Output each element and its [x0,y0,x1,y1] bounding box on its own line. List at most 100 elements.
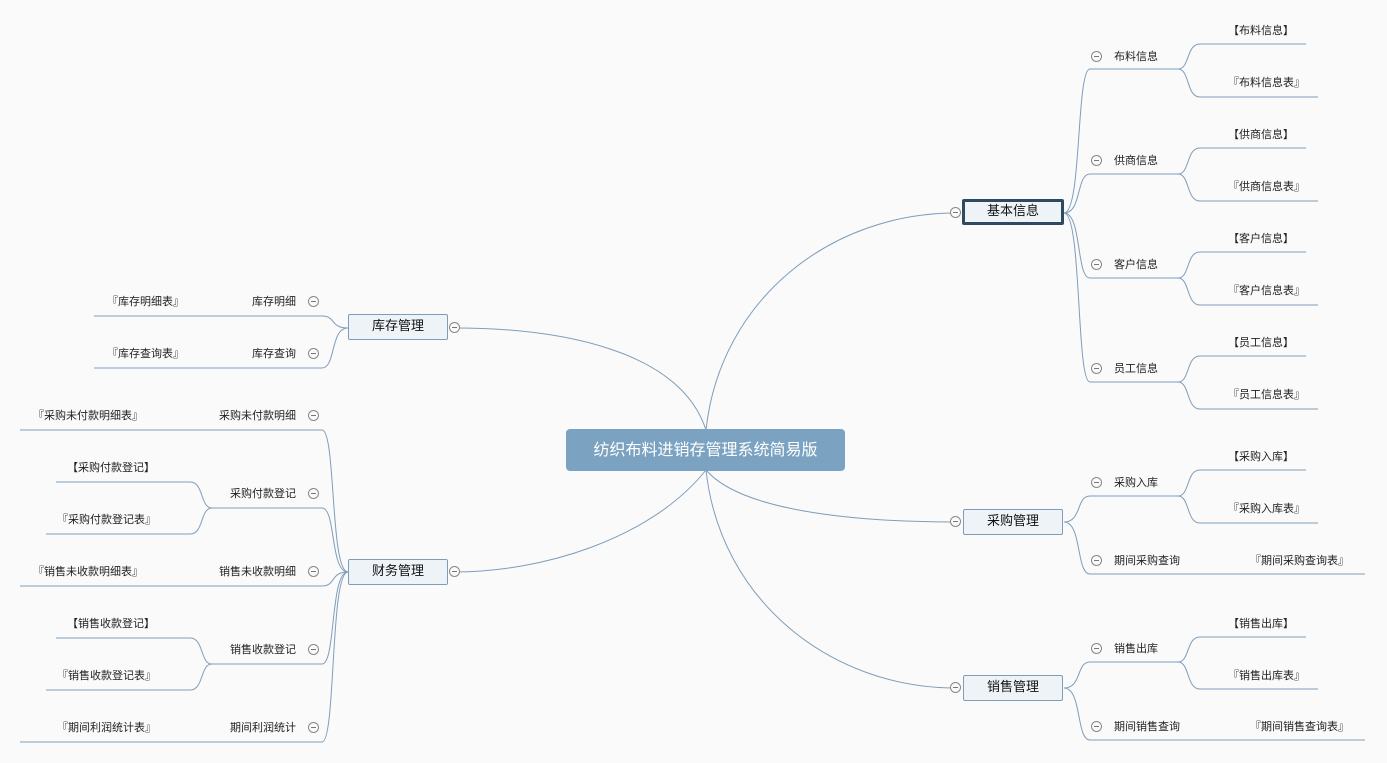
leaf-item[interactable]: 『库存查询表』 [107,347,184,360]
leaf-item[interactable]: 【员工信息】 [1228,336,1294,349]
connector-line [46,663,213,691]
connector-line [1177,147,1306,175]
connector-line [210,507,349,573]
collapse-icon[interactable] [1091,477,1102,488]
subtopic-customer-info[interactable]: 客户信息 [1114,258,1158,271]
leaf-item[interactable]: 【布料信息】 [1228,24,1294,37]
collapse-icon[interactable] [308,410,319,421]
leaf-item[interactable]: 『供商信息表』 [1228,180,1305,193]
collapse-icon[interactable] [1091,155,1102,166]
connector-line [454,327,707,431]
leaf-item[interactable]: 『客户信息表』 [1228,284,1305,297]
connector-line [1177,355,1306,383]
leaf-item[interactable]: 【客户信息】 [1228,232,1294,245]
subtopic-purchase-payment-reg[interactable]: 采购付款登记 [230,487,296,500]
connector-line [454,469,707,573]
leaf-item[interactable]: 『员工信息表』 [1228,388,1305,401]
collapse-icon[interactable] [950,516,961,527]
connector-line [1177,173,1318,202]
leaf-item[interactable]: 『采购付款登记表』 [57,513,156,526]
leaf-item[interactable]: 【销售出库】 [1228,617,1294,630]
connector-line [1177,381,1318,410]
leaf-item[interactable]: 『采购入库表』 [1228,502,1305,515]
collapse-icon[interactable] [1091,555,1102,566]
subtopic-period-purchase-query[interactable]: 期间采购查询 [1114,554,1180,567]
collapse-icon[interactable] [1091,259,1102,270]
subtopic-sales-unreceived-detail[interactable]: 销售未收款明细 [219,565,296,578]
connector-line [1177,251,1306,279]
leaf-item[interactable]: 【采购入库】 [1228,450,1294,463]
connector-line [705,469,957,523]
leaf-item[interactable]: 【供商信息】 [1228,128,1294,141]
leaf-item[interactable]: 『销售出库表』 [1228,669,1305,682]
connector-line [1177,495,1318,524]
subtopic-purchase-unpaid-detail[interactable]: 采购未付款明细 [219,409,296,422]
connector-line [1063,687,1365,741]
branch-sales[interactable]: 销售管理 [963,675,1063,701]
collapse-icon[interactable] [308,296,319,307]
leaf-item[interactable]: 【采购付款登记】 [67,461,155,474]
subtopic-stock-detail[interactable]: 库存明细 [252,295,296,308]
collapse-icon[interactable] [308,488,319,499]
connector-line [56,481,213,509]
connector-line [1063,661,1180,689]
leaf-item[interactable]: 『销售收款登记表』 [57,669,156,682]
root-topic[interactable]: 纺织布料进销存管理系统简易版 [566,429,845,471]
subtopic-sales-receipt-reg[interactable]: 销售收款登记 [230,643,296,656]
connector-line [1177,469,1306,497]
subtopic-period-profit[interactable]: 期间利润统计 [230,721,296,734]
collapse-icon[interactable] [308,566,319,577]
leaf-item[interactable]: 【销售收款登记】 [67,617,155,630]
collapse-icon[interactable] [1091,721,1102,732]
collapse-icon[interactable] [308,722,319,733]
collapse-icon[interactable] [950,682,961,693]
subtopic-sales-out[interactable]: 销售出库 [1114,642,1158,655]
collapse-icon[interactable] [308,644,319,655]
subtopic-supplier-info[interactable]: 供商信息 [1114,154,1158,167]
collapse-icon[interactable] [950,207,961,218]
connector-line [20,571,349,743]
connector-line [1063,68,1180,214]
connector-line [210,571,349,665]
leaf-item[interactable]: 『期间采购查询表』 [1250,554,1349,567]
connector-line [20,429,349,573]
connector-line [1177,277,1318,306]
connector-line [705,469,957,689]
connector-line [1063,212,1180,279]
collapse-icon[interactable] [1091,363,1102,374]
collapse-icon[interactable] [449,322,460,333]
subtopic-stock-query[interactable]: 库存查询 [252,347,296,360]
connector-line [46,507,213,535]
connector-line [1177,68,1318,98]
leaf-item[interactable]: 『采购未付款明细表』 [33,409,143,422]
connector-line [94,315,349,329]
connector-line [94,327,349,369]
connector-line [1063,495,1180,523]
leaf-item[interactable]: 『布料信息表』 [1228,76,1305,89]
connector-line [1063,173,1180,214]
connector-line [705,212,957,431]
branch-inventory[interactable]: 库存管理 [348,314,448,340]
connector-line [20,571,349,587]
subtopic-purchase-in[interactable]: 采购入库 [1114,476,1158,489]
subtopic-fabric-info[interactable]: 布料信息 [1114,50,1158,63]
leaf-item[interactable]: 『销售未收款明细表』 [33,565,143,578]
connector-line [1063,212,1180,383]
leaf-item[interactable]: 『库存明细表』 [107,295,184,308]
connector-line [1063,521,1365,575]
branch-basic-info[interactable]: 基本信息 [962,199,1064,225]
leaf-item[interactable]: 『期间销售查询表』 [1250,720,1349,733]
branch-finance[interactable]: 财务管理 [348,559,448,585]
collapse-icon[interactable] [1091,51,1102,62]
subtopic-employee-info[interactable]: 员工信息 [1114,362,1158,375]
leaf-item[interactable]: 『期间利润统计表』 [57,721,156,734]
connector-line [1177,43,1306,70]
subtopic-period-sales-query[interactable]: 期间销售查询 [1114,720,1180,733]
connector-line [1177,661,1318,690]
connector-line [56,637,213,665]
collapse-icon[interactable] [1091,643,1102,654]
branch-purchase[interactable]: 采购管理 [963,509,1063,535]
collapse-icon[interactable] [449,566,460,577]
collapse-icon[interactable] [308,348,319,359]
